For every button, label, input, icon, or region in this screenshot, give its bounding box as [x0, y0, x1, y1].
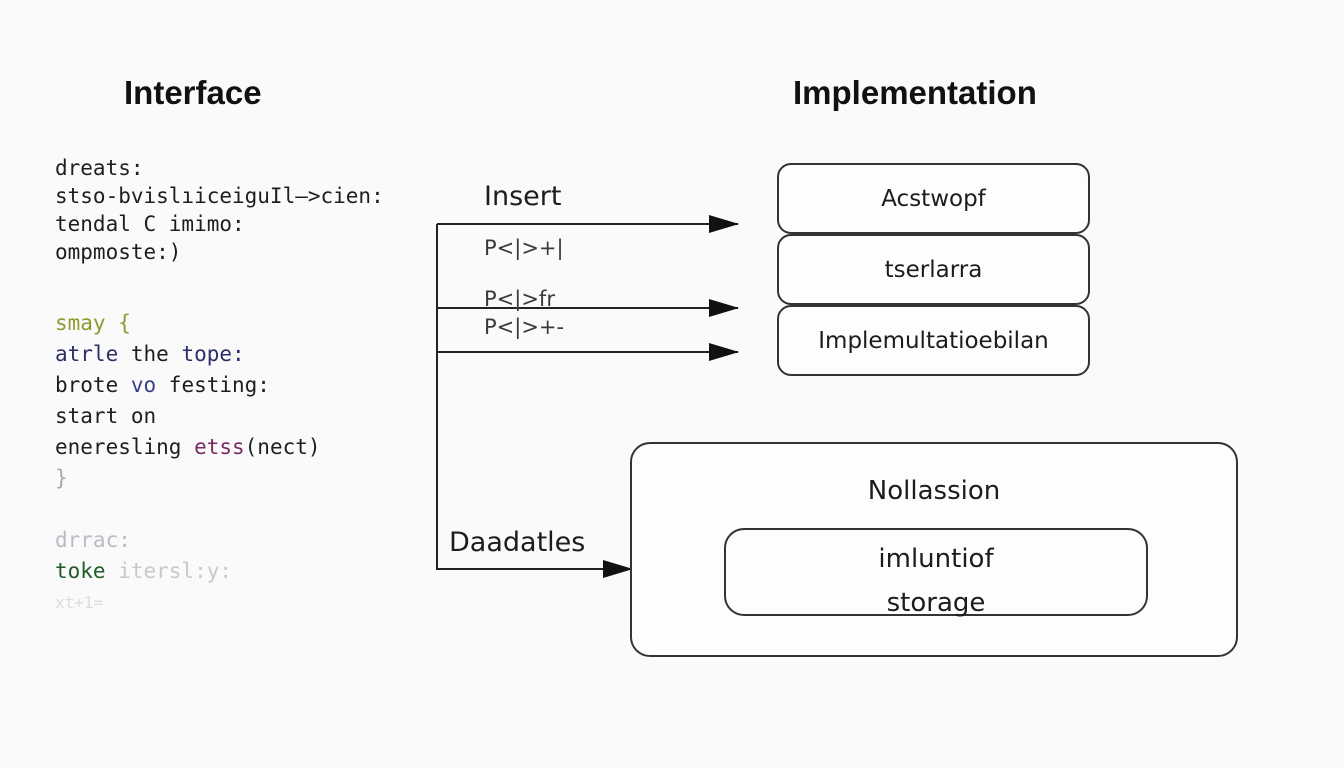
code-token: itersl:y:: [118, 559, 233, 583]
code-token: eneresling: [55, 435, 195, 459]
code-line: eneresling etss(nect): [55, 432, 321, 463]
code-block-3: drrac: toke itersl:y: xt+1=: [55, 525, 232, 618]
storage-box-label: storage: [886, 588, 986, 618]
insert-sub-label: P<|>+|: [484, 236, 564, 260]
code-line: ompmoste:): [55, 240, 182, 264]
data-label: Daadatles: [449, 527, 586, 558]
code-token: the: [118, 342, 182, 366]
code-token: vo: [130, 373, 157, 397]
code-token: festing:: [156, 373, 270, 397]
storage-container-title: Nollassion: [867, 476, 1001, 506]
code-line: toke itersl:y:: [55, 556, 232, 587]
storage-box-label: imluntiof: [878, 544, 994, 574]
code-line: start on: [55, 404, 157, 428]
code-token: (nect): [244, 435, 321, 459]
interface-heading: Interface: [124, 74, 262, 111]
code-line: atrle the tope:: [55, 339, 321, 370]
code-block-1: dreats: stso-bvislıiceiguIl—>cien: tenda…: [55, 154, 384, 266]
code-line: xt+1=: [55, 593, 104, 612]
implementation-box: tserlarra: [777, 234, 1090, 305]
code-line: dreats:: [55, 156, 144, 180]
storage-container: Nollassion imluntiof storage: [630, 442, 1238, 657]
implementation-heading: Implementation: [793, 74, 1037, 111]
insert-sub-label: P<|>fr: [484, 287, 555, 311]
code-line: }: [55, 466, 68, 490]
implementation-box: Implemultatioebilan: [777, 305, 1090, 376]
code-token: etss: [194, 435, 245, 459]
code-token: tope:: [181, 342, 245, 366]
code-line: smay {: [55, 311, 131, 335]
storage-box: imluntiof storage: [724, 528, 1148, 618]
code-line: tendal C imimo:: [55, 212, 245, 236]
code-token: brote: [55, 373, 131, 397]
code-block-2: smay { atrle the tope: brote vo festing:…: [55, 308, 321, 494]
code-token: toke: [55, 559, 119, 583]
code-token: atrle: [55, 342, 119, 366]
code-line: drrac:: [55, 528, 131, 552]
insert-label: Insert: [484, 181, 562, 212]
insert-sub-label: P<|>+-: [484, 315, 565, 339]
code-line: brote vo festing:: [55, 370, 321, 401]
implementation-box: Acstwopf: [777, 163, 1090, 234]
code-line: stso-bvislıiceiguIl—>cien:: [55, 184, 384, 208]
